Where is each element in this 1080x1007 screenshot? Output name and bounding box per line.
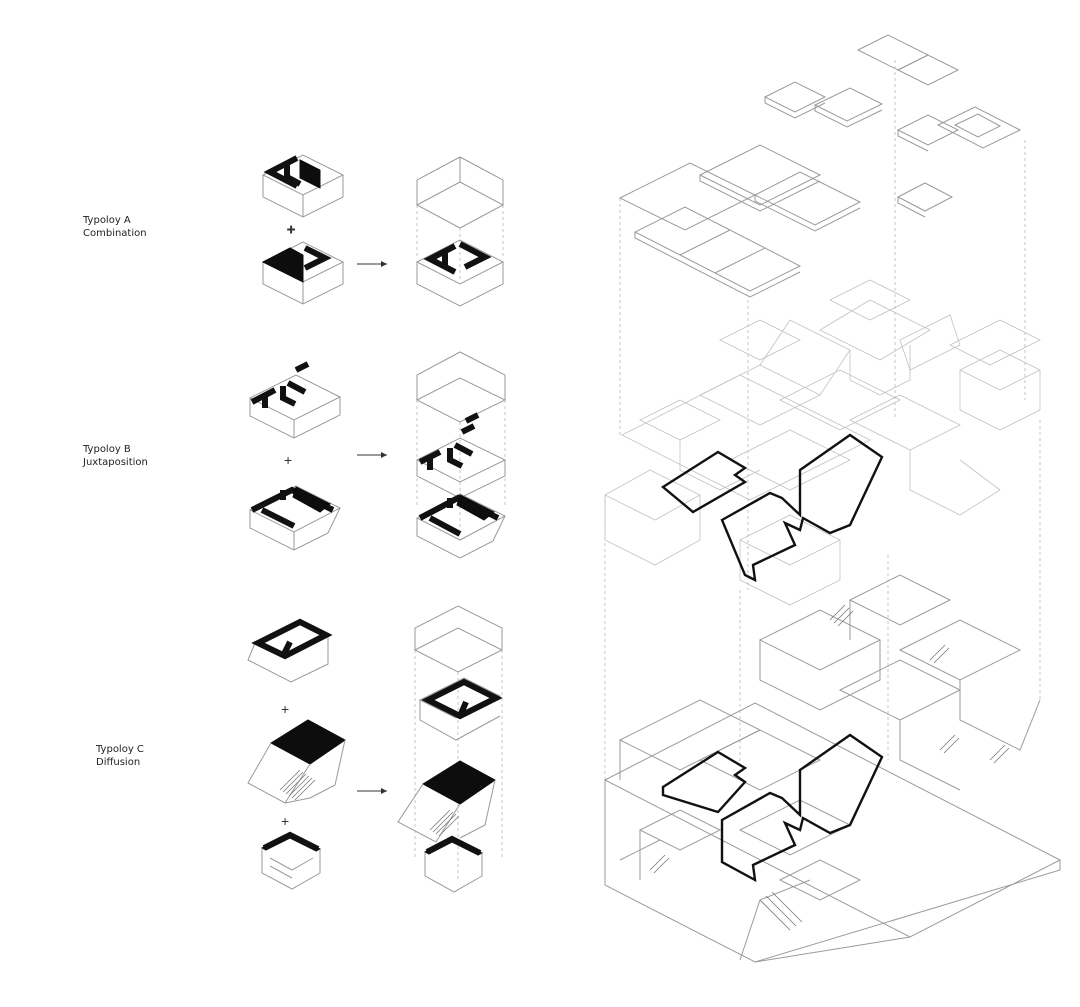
typology-b-module-1 — [248, 361, 342, 439]
typology-a-name: Typoloy A — [83, 215, 131, 226]
typology-b-result — [415, 351, 507, 559]
typology-b-label: Typoloy B Juxtaposition — [83, 443, 148, 469]
plus-sign-b1: + — [284, 452, 292, 468]
exploded-roof-layer — [618, 34, 1022, 298]
typology-c-operation: Diffusion — [96, 757, 141, 768]
typology-b-name: Typoloy B — [83, 444, 131, 455]
typology-c-module-1 — [247, 618, 333, 683]
exploded-dashed-guides — [604, 60, 1041, 860]
typology-c-label: Typoloy C Diffusion — [96, 743, 144, 769]
typology-a-module-1 — [261, 154, 345, 218]
typology-a-module-2 — [261, 241, 345, 305]
arrow-a — [357, 261, 387, 267]
typology-b-operation: Juxtaposition — [83, 457, 148, 468]
arrow-c — [357, 788, 387, 794]
typology-a-result — [415, 156, 505, 307]
exploded-ground-layer — [603, 574, 1062, 963]
typology-a-operation: Combination — [83, 228, 147, 239]
typology-b-module-2 — [248, 485, 342, 551]
exploded-middle-layer — [604, 279, 1041, 606]
typology-c-module-2 — [247, 719, 346, 804]
plus-sign-c2: + — [281, 813, 289, 829]
arrow-b — [357, 452, 387, 458]
plus-sign-c1: + — [281, 701, 289, 717]
plus-sign-a: + — [287, 221, 295, 237]
typology-c-name: Typoloy C — [96, 744, 144, 755]
typology-c-result — [397, 605, 504, 893]
typology-a-label: Typoloy A Combination — [83, 214, 147, 240]
typology-c-module-3 — [260, 831, 322, 890]
